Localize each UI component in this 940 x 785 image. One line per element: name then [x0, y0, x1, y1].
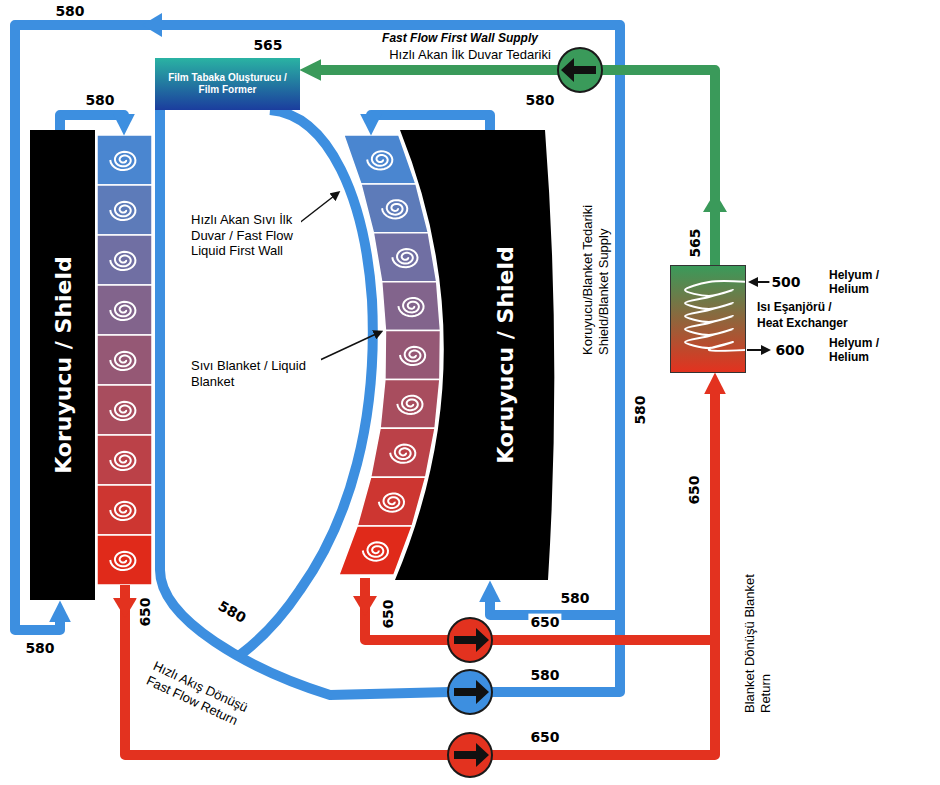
node-title: Isı Eşanjörü / Heat Exchanger: [757, 300, 857, 331]
spiral-symbol: [110, 302, 135, 320]
temperature-value: 580: [558, 590, 591, 607]
temperature-value: 650: [137, 595, 154, 628]
leader-line: [320, 334, 376, 360]
shield-supply-pipe: [490, 598, 620, 615]
spiral-symbol: [110, 352, 135, 370]
helium-outlet: [747, 349, 763, 351]
spiral-symbol: [110, 502, 135, 520]
spiral-symbol: [363, 542, 388, 560]
blanket-tiles: [97, 135, 440, 585]
spiral-symbol: [382, 200, 407, 218]
pump-symbol: [448, 733, 492, 777]
blanket-tile: [357, 477, 426, 526]
temperature-value: 650: [686, 473, 703, 506]
temperature-value: 580: [83, 92, 116, 109]
blanket-tile: [385, 331, 441, 380]
flow-label: Sıvı Blanket / Liquid Blanket: [189, 358, 321, 389]
heat-exchanger-box: Isı Eşanjörü / Heat Exchanger: [670, 265, 746, 373]
blanket-tile: [371, 428, 435, 477]
spiral-symbol: [110, 252, 135, 270]
shield-block: Koruyucu / Shield: [30, 130, 95, 600]
blanket-tile: [380, 379, 440, 428]
pump-arrow: [454, 628, 489, 652]
spiral-symbol: [379, 493, 404, 511]
temperature-value: 580: [528, 667, 561, 684]
temperature-value: 580: [632, 393, 649, 426]
flow-label: Fast Flow First Wall Supply: [380, 31, 540, 45]
spiral-symbol: [400, 347, 425, 365]
shield-shape: [395, 130, 554, 580]
pump-arrow: [561, 58, 596, 82]
coil-illustration: [671, 266, 745, 372]
flow-arrow: [142, 13, 162, 37]
film-former-box: Film Tabaka Oluşturucu / Film Former: [155, 58, 300, 110]
spiral-symbol: [110, 552, 135, 570]
temperature-value: 650: [380, 597, 397, 630]
shield-supply-pipe: [15, 25, 620, 692]
fast-flow-pipe: [160, 110, 450, 695]
spiral-symbol: [398, 298, 423, 316]
temperature-value: 565: [251, 37, 284, 54]
spiral-symbol: [110, 452, 135, 470]
spiral-symbol: [110, 402, 135, 420]
temperature-value: 580: [213, 596, 250, 627]
shield-outline: [390, 130, 560, 580]
blanket-tile: [97, 285, 152, 335]
temperature-value: 650: [528, 614, 561, 631]
temperature-value: 600: [773, 342, 806, 359]
flow-label: Koruyucu/Blanket Tedariki Shield/Blanket…: [580, 167, 611, 357]
shield-block: Koruyucu / Shield: [390, 130, 560, 580]
blanket-tile: [382, 282, 441, 331]
temperature-value: 650: [528, 729, 561, 746]
pump-arrow: [454, 680, 489, 704]
spiral-symbol: [367, 151, 392, 169]
blanket-tile: [97, 385, 152, 435]
flow-label: Helyum / Helium: [827, 268, 897, 297]
blanket-tile: [97, 135, 152, 185]
spiral-symbol: [110, 152, 135, 170]
flow-arrow: [353, 596, 377, 616]
blanket-tile: [97, 435, 152, 485]
flow-label: Hızlı Akış Dönüşü Fast Flow Return: [142, 657, 278, 742]
spiral-symbol: [392, 249, 417, 267]
spiral-symbol: [397, 396, 422, 414]
pump-arrow: [454, 743, 489, 767]
flow-label: Helyum / Helium: [827, 336, 897, 365]
blanket-feed-pipe: [60, 115, 124, 130]
blanket-return-pipe: [365, 578, 715, 640]
blanket-tile: [97, 235, 152, 285]
temperature-value: 580: [23, 640, 56, 657]
blanket-tile: [361, 184, 428, 233]
flow-label: Blanket Dönüşü Blanket Return: [742, 565, 773, 715]
blanket-tile: [373, 233, 436, 282]
temperature-value: 565: [687, 226, 704, 259]
blanket-tile: [97, 485, 152, 535]
pump-symbol: [448, 670, 492, 714]
spiral-symbol: [390, 445, 415, 463]
temperature-value: 580: [523, 92, 556, 109]
blanket-tile: [97, 535, 152, 585]
leader-line: [298, 196, 334, 224]
shield-title: Koruyucu / Shield: [50, 256, 75, 474]
shield-title: Koruyucu / Shield: [493, 246, 518, 464]
blanket-feed-pipe: [371, 115, 490, 130]
flow-label: Hızlı Akan Sıvı İlk Duvar / Fast Flow Li…: [189, 212, 301, 259]
spiral-symbol: [110, 202, 135, 220]
coil-symbol: [685, 281, 745, 351]
pump-symbol: [558, 48, 602, 92]
blanket-tile: [97, 335, 152, 385]
flow-arrow: [113, 598, 137, 618]
temperature-value: 500: [769, 274, 802, 291]
flow-label: Hızlı Akan İlk Duvar Tedariki: [387, 47, 553, 63]
temperature-value: 580: [53, 3, 86, 20]
node-title: Film Tabaka Oluşturucu / Film Former: [161, 72, 294, 96]
pump-symbol: [448, 618, 492, 662]
blanket-tile: [97, 185, 152, 235]
